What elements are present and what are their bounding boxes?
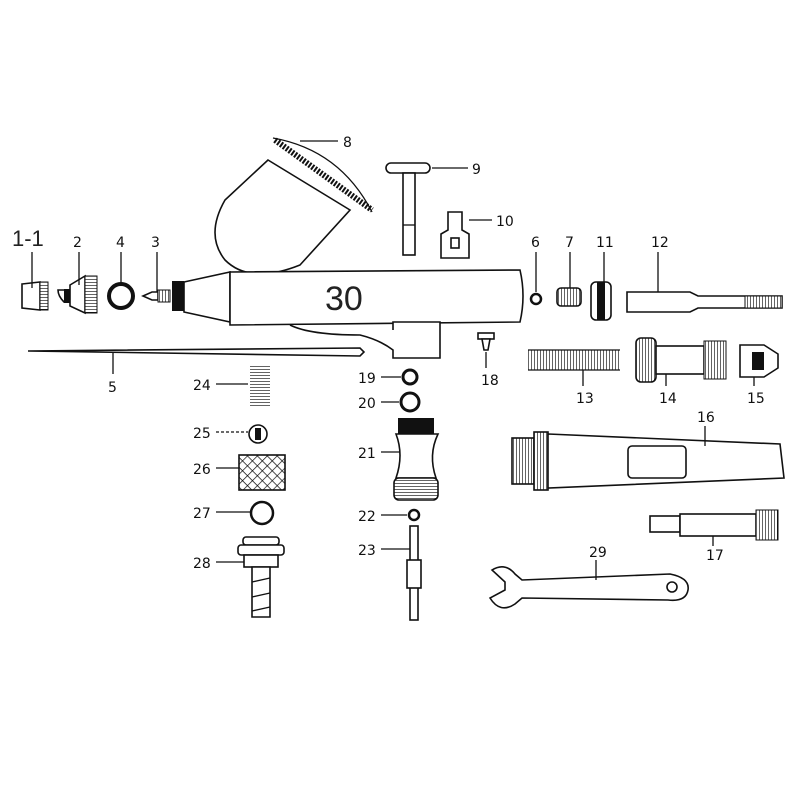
part-13-needle-spring: 13 xyxy=(528,349,620,407)
label-25: 25 xyxy=(193,426,211,442)
label-6: 6 xyxy=(531,235,540,251)
part-28-hose-fitting: 28 xyxy=(193,536,285,618)
label-23: 23 xyxy=(358,543,376,559)
part-14-spring-guide: 14 xyxy=(635,337,727,407)
label-1-1: 1-1 xyxy=(12,226,44,251)
part-1-1-needle-cap: 1-1 xyxy=(12,226,49,311)
label-11: 11 xyxy=(596,235,614,251)
label-21: 21 xyxy=(358,446,376,462)
label-22: 22 xyxy=(358,509,376,525)
label-4: 4 xyxy=(116,235,125,251)
part-9-trigger: 9 xyxy=(385,162,481,256)
label-15: 15 xyxy=(747,391,765,407)
part-8-paint-cup: 8 xyxy=(214,135,374,275)
part-23-valve-stem: 23 xyxy=(358,525,422,621)
label-26: 26 xyxy=(193,462,211,478)
part-22-o-ring: 22 xyxy=(358,508,421,525)
label-17: 17 xyxy=(706,548,724,564)
part-24-valve-spring: 24 xyxy=(193,366,270,406)
label-14: 14 xyxy=(659,391,677,407)
part-2-nozzle-cap: 2 xyxy=(57,235,98,315)
label-28: 28 xyxy=(193,556,211,572)
part-27-o-ring: 27 xyxy=(193,500,275,526)
part-18-screw: 18 xyxy=(477,332,499,389)
label-19: 19 xyxy=(358,371,376,387)
label-2: 2 xyxy=(73,235,82,251)
label-29: 29 xyxy=(589,545,607,561)
label-7: 7 xyxy=(565,235,574,251)
label-12: 12 xyxy=(651,235,669,251)
part-25-spring-seat: 25 xyxy=(193,424,268,444)
label-24: 24 xyxy=(193,378,211,394)
part-15-tension-screw: 15 xyxy=(739,344,779,407)
part-7-piston: 7 xyxy=(556,235,582,307)
airbrush-body: 30 xyxy=(172,269,524,359)
part-29-wrench: 29 xyxy=(488,545,689,609)
label-27: 27 xyxy=(193,506,211,522)
part-19-o-ring: 19 xyxy=(358,368,419,387)
part-6-washer: 6 xyxy=(529,235,543,306)
part-4-o-ring: 4 xyxy=(107,235,135,310)
part-16-handle: 16 xyxy=(511,410,785,491)
label-20: 20 xyxy=(358,396,376,412)
label-13: 13 xyxy=(576,391,594,407)
label-9: 9 xyxy=(472,162,481,178)
label-8: 8 xyxy=(343,135,352,151)
part-20-o-ring: 20 xyxy=(358,391,421,413)
part-10-trigger-guide: 10 xyxy=(440,211,514,259)
label-10: 10 xyxy=(496,214,514,230)
part-12-needle-chucking-nut: 12 xyxy=(626,235,783,313)
part-5-needle: 5 xyxy=(27,347,366,396)
part-21-valve-housing: 21 xyxy=(358,418,440,501)
label-3: 3 xyxy=(151,235,160,251)
label-18: 18 xyxy=(481,373,499,389)
label-16: 16 xyxy=(697,410,715,426)
body-marking: 30 xyxy=(325,280,363,318)
part-3-nozzle: 3 xyxy=(141,235,171,303)
part-11-needle-chucking-guide: 11 xyxy=(590,235,614,321)
part-26-filter: 26 xyxy=(193,454,286,491)
part-17-air-valve: 17 xyxy=(649,509,779,564)
label-5: 5 xyxy=(108,380,117,396)
